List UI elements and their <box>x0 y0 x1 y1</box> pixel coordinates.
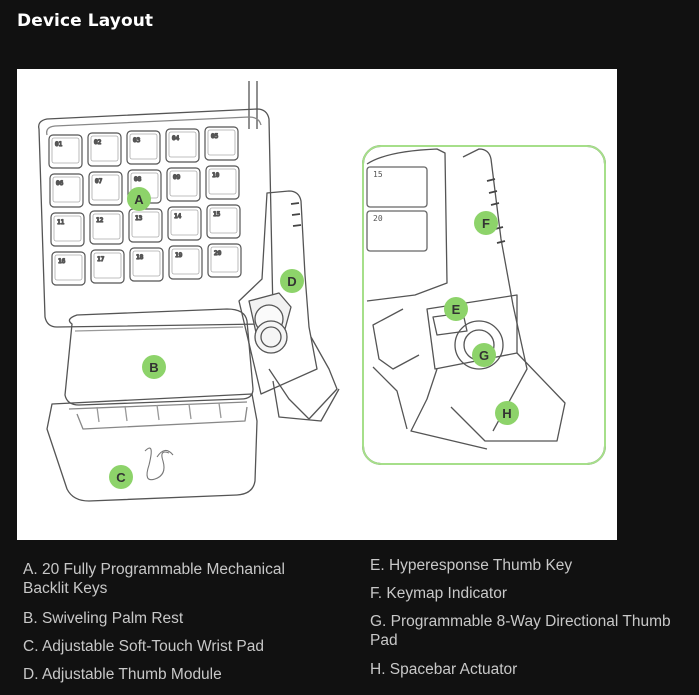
device-layout-diagram: 01 02 03 04 05 06 07 08 09 10 11 12 13 14 15 16 17 18 19 20 <box>17 69 617 540</box>
key-16 <box>51 251 86 286</box>
marker-c-label: C <box>116 470 126 485</box>
key-label-09: 09 <box>173 174 181 181</box>
zoom-inset-highlight <box>362 145 606 465</box>
key-06 <box>49 173 84 208</box>
marker-e-label: E <box>452 302 461 317</box>
key-label-16: 16 <box>58 258 66 265</box>
key-label-03: 03 <box>133 137 141 144</box>
key-14 <box>167 206 202 241</box>
key-cap-01 <box>51 137 80 164</box>
key-label-11: 11 <box>57 219 65 226</box>
thumb-stand <box>268 336 338 420</box>
key-19 <box>168 245 203 280</box>
zoom-key-20: 20 <box>373 214 383 223</box>
key-cap-18 <box>132 250 161 277</box>
cable <box>248 81 258 129</box>
wrist-pad <box>46 393 258 502</box>
legend-item-d: D. Adjustable Thumb Module <box>23 666 222 683</box>
marker-h-label: H <box>502 406 511 421</box>
key-cap-11 <box>53 215 82 242</box>
marker-f-label: F <box>482 216 490 231</box>
key-label-02: 02 <box>94 139 102 146</box>
marker-d-badge <box>280 269 304 293</box>
key-label-01: 01 <box>55 141 63 148</box>
zoom-inset-frame <box>362 145 606 465</box>
key-cap-16 <box>54 254 83 281</box>
marker-g-badge <box>472 343 496 367</box>
key-11 <box>50 212 85 247</box>
key-label-19: 19 <box>175 252 183 259</box>
key-18 <box>129 247 164 282</box>
marker-h-badge <box>495 401 519 425</box>
key-label-15: 15 <box>213 211 221 218</box>
key-label-18: 18 <box>136 254 144 261</box>
page-title: Device Layout <box>17 11 154 31</box>
key-cap-15 <box>209 207 238 234</box>
device-illustration: 01 02 03 04 05 06 07 08 09 10 11 12 13 14 15 16 17 18 19 20 <box>38 81 606 502</box>
marker-g-label: G <box>479 348 489 363</box>
key-label-08: 08 <box>134 176 142 183</box>
key-cap-07 <box>91 174 120 201</box>
key-20 <box>207 243 242 278</box>
key-cap-04 <box>168 131 197 158</box>
legend-item-b: B. Swiveling Palm Rest <box>23 610 184 627</box>
key-label-14: 14 <box>174 213 182 220</box>
thumb-module-housing <box>238 190 318 395</box>
marker-a-badge <box>127 187 151 211</box>
key-07 <box>88 171 123 206</box>
key-cap-14 <box>170 209 199 236</box>
key-label-12: 12 <box>96 217 104 224</box>
marker-a-label: A <box>134 192 144 207</box>
legend-item-h: H. Spacebar Actuator <box>370 661 518 678</box>
key-cap-10 <box>208 168 237 195</box>
marker-e-badge <box>444 297 468 321</box>
legend-item-g: G. Programmable 8-Way Directional Thumb … <box>370 613 671 649</box>
key-label-06: 06 <box>56 180 64 187</box>
key-cap-12 <box>92 213 121 240</box>
key-04 <box>165 128 200 163</box>
key-cap-05 <box>207 129 236 156</box>
marker-b-badge <box>142 355 166 379</box>
key-label-13: 13 <box>135 215 143 222</box>
key-09 <box>166 167 201 202</box>
key-label-20: 20 <box>214 250 222 257</box>
key-cap-03 <box>129 133 158 160</box>
key-cap-13 <box>131 211 160 238</box>
key-17 <box>90 249 125 284</box>
marker-c-badge <box>109 465 133 489</box>
key-cap-02 <box>90 135 119 162</box>
key-cap-06 <box>52 176 81 203</box>
key-group: 01 02 03 04 05 06 07 08 09 10 11 12 13 14 15 16 17 18 19 20 <box>48 126 242 286</box>
legend-item-c: C. Adjustable Soft-Touch Wrist Pad <box>23 638 264 655</box>
legend-item-e: E. Hyperesponse Thumb Key <box>370 557 573 574</box>
key-label-04: 04 <box>172 135 180 142</box>
key-label-05: 05 <box>211 133 219 140</box>
key-15 <box>206 204 241 239</box>
key-05 <box>204 126 239 161</box>
key-label-07: 07 <box>95 178 103 185</box>
key-12 <box>89 210 124 245</box>
legend-item-f: F. Keymap Indicator <box>370 585 507 602</box>
marker-f-badge <box>474 211 498 235</box>
legend-item-a: A. 20 Fully Programmable Mechanical Back… <box>23 561 285 597</box>
key-02 <box>87 132 122 167</box>
zoom-key-15: 15 <box>373 170 383 179</box>
palm-rest <box>64 308 254 406</box>
key-cap-20 <box>210 246 239 273</box>
key-cap-17 <box>93 252 122 279</box>
marker-d-label: D <box>287 274 296 289</box>
key-cap-09 <box>169 170 198 197</box>
key-cap-19 <box>171 248 200 275</box>
key-03 <box>126 130 161 165</box>
key-01 <box>48 134 83 169</box>
key-label-17: 17 <box>97 256 105 263</box>
key-label-10: 10 <box>212 172 220 179</box>
marker-b-label: B <box>149 360 158 375</box>
key-10 <box>205 165 240 200</box>
